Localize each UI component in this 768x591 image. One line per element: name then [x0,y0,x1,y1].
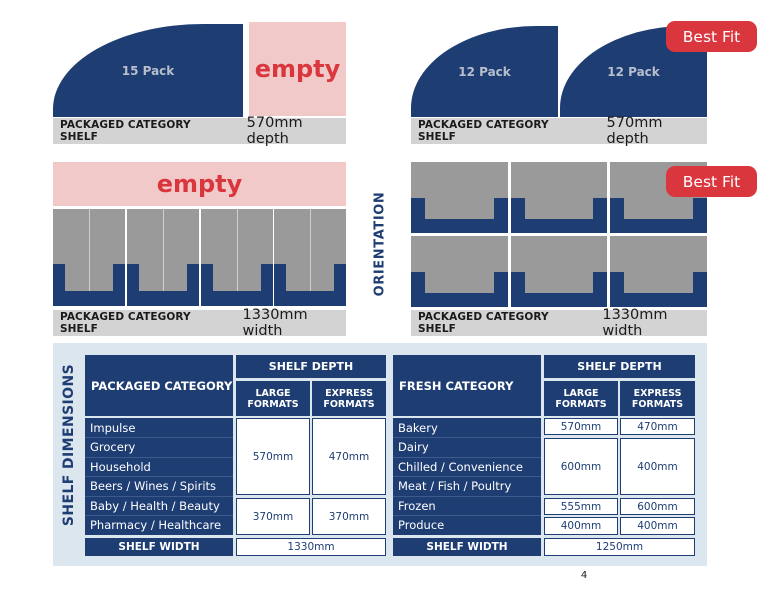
packaged-row-pharmacy: Pharmacy / Healthcare [85,515,233,535]
cube-4 [274,209,346,306]
packaged-row-baby: Baby / Health / Beauty [85,496,233,515]
packaged-large-header: LARGE FORMATS [236,381,310,416]
packaged-row-impulse: Impulse [85,418,233,437]
fresh-row-produce: Produce [393,515,541,535]
shelf-bar-label: PACKAGED CATEGORY SHELF [418,311,549,335]
fresh-row-chilled: Chilled / Convenience [393,457,541,476]
fresh-row-bakery: Bakery [393,418,541,437]
packaged-express-header: EXPRESS FORMATS [312,381,386,416]
empty-box-top: empty [249,22,346,116]
empty-box-mid: empty [53,162,346,206]
packaged-row-grocery: Grocery [85,437,233,457]
shelf-bar-mid-left: PACKAGED CATEGORY SHELF 1330mm width [53,307,346,339]
shelf-bar-top-left: PACKAGED CATEGORY SHELF 570mm depth [53,115,346,147]
fresh-group-large: 600mm [544,438,618,495]
page-number: 4 [580,570,588,581]
cube-r5 [511,236,607,307]
shelf-dimensions-title: SHELF DIMENSIONS [61,363,77,527]
pack-12-shape-1: 12 Pack [411,26,558,117]
fresh-row-dairy: Dairy [393,437,541,457]
cube-r4 [411,236,508,307]
packaged-category-header: PACKAGED CATEGORY [85,355,233,416]
shelf-bar-measure: 570mm depth [246,115,303,147]
shelf-bar-label: PACKAGED CATEGORY SHELF [60,311,191,335]
best-fit-badge-2: Best Fit [666,166,757,197]
pack-12-label-2: 12 Pack [607,64,660,79]
pack-15-shape: 15 Pack [53,24,243,117]
fresh-produce-large: 400mm [544,517,618,535]
packaged-shelf-width-value: 1330mm [236,538,386,556]
cube-2 [127,209,199,306]
fresh-bakery-large: 570mm [544,418,618,435]
fresh-row-meat: Meat / Fish / Poultry [393,476,541,496]
cube-shelf-right [411,162,707,307]
best-fit-badge-1: Best Fit [666,21,757,52]
pack-15-label: 15 Pack [121,63,175,78]
cube-r2 [511,162,607,233]
best-fit-label-2: Best Fit [682,172,741,191]
cube-3 [201,209,273,306]
shelf-bar-label: PACKAGED CATEGORY SHELF [418,119,549,143]
fresh-depth-header: SHELF DEPTH [544,355,695,378]
fresh-frozen-large: 555mm [544,498,618,515]
pack-12-label-1: 12 Pack [458,64,511,79]
fresh-category-header: FRESH CATEGORY [393,355,541,416]
fresh-express-header: EXPRESS FORMATS [620,381,695,416]
best-fit-label-1: Best Fit [682,27,741,46]
packaged-express-group1: 470mm [312,418,386,495]
orientation-label: ORIENTATION [372,191,388,297]
empty-label-mid: empty [156,170,243,198]
cube-r1 [411,162,508,233]
shelf-bar-measure: 1330mm width [602,307,668,339]
shelf-bar-mid-right: PACKAGED CATEGORY SHELF 1330mm width [411,307,707,339]
shelf-bar-measure: 1330mm width [242,307,308,339]
packaged-depth-header: SHELF DEPTH [236,355,386,378]
empty-label-top: empty [254,55,341,83]
cube-1 [53,209,125,306]
shelf-bar-top-right: PACKAGED CATEGORY SHELF 570mm depth [411,115,707,147]
packaged-large-group2: 370mm [236,498,310,535]
packaged-large-group1: 570mm [236,418,310,495]
fresh-bakery-express: 470mm [620,418,695,435]
packaged-shelf-width-label: SHELF WIDTH [85,538,233,556]
shelf-bar-label: PACKAGED CATEGORY SHELF [60,119,191,143]
packaged-row-household: Household [85,457,233,476]
fresh-group-express: 400mm [620,438,695,495]
shelf-bar-measure: 570mm depth [606,115,663,147]
fresh-large-header: LARGE FORMATS [544,381,618,416]
fresh-frozen-express: 600mm [620,498,695,515]
fresh-shelf-width-value: 1250mm [544,538,695,556]
cube-shelf-left [53,209,346,306]
packaged-row-beers: Beers / Wines / Spirits [85,476,233,496]
fresh-produce-express: 400mm [620,517,695,535]
fresh-row-frozen: Frozen [393,496,541,515]
cube-r6 [610,236,707,307]
fresh-shelf-width-label: SHELF WIDTH [393,538,541,556]
packaged-express-group2: 370mm [312,498,386,535]
